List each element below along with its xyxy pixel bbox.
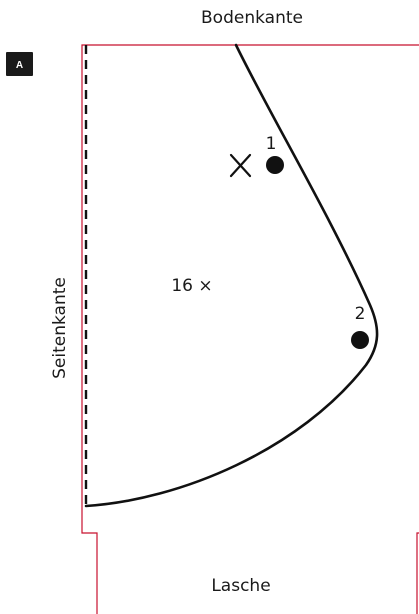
marker-1-label: 1 xyxy=(266,134,277,154)
flap-label: Lasche xyxy=(211,576,270,596)
filled-dot-icon xyxy=(266,156,284,174)
piece-badge-label: A xyxy=(16,60,23,71)
side-edge-label: Seitenkante xyxy=(50,277,70,379)
top-edge-label: Bodenkante xyxy=(201,8,303,28)
cross-mark-icon xyxy=(229,153,252,178)
marker-2-label: 2 xyxy=(355,304,366,324)
piece-badge xyxy=(6,52,33,76)
cut-outline-right xyxy=(416,532,419,614)
cut-outline xyxy=(81,44,419,614)
count-label: 16 × xyxy=(171,276,212,296)
filled-dot-icon xyxy=(351,331,369,349)
pattern-curve xyxy=(84,43,379,508)
